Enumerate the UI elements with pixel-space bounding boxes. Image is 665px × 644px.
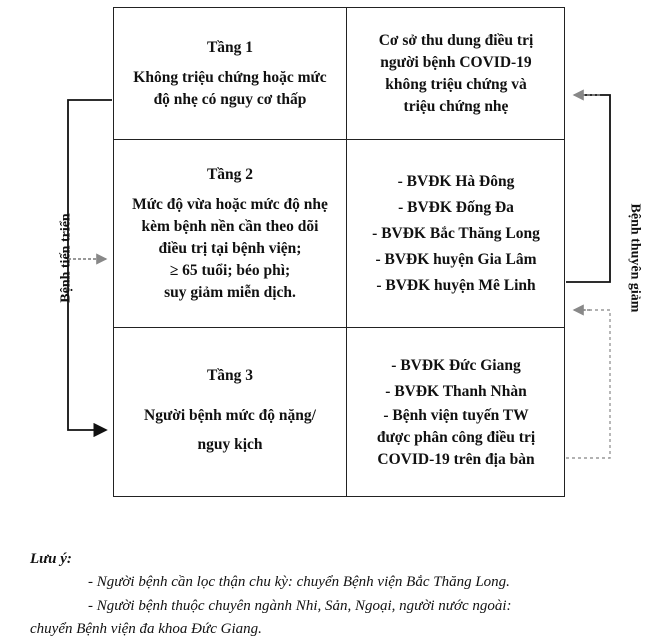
tier-2-facility: - BVĐK huyện Mê Linh — [376, 276, 536, 294]
tier-3-facility-cont: được phân công điều trị — [376, 429, 536, 446]
tier-1-facility-line: người bệnh COVID-19 — [380, 53, 532, 71]
note-specialty: - Người bệnh thuộc chuyên ngành Nhi, Sản… — [88, 597, 512, 614]
tier-2-desc-line: kèm bệnh nền cần theo dõi — [141, 217, 319, 235]
tier-3-facility: - BVĐK Đức Giang — [391, 357, 521, 374]
row-divider-2 — [114, 327, 564, 328]
tier-3-facility: - BVĐK Thanh Nhàn — [385, 383, 527, 400]
tier-3-desc-line: Người bệnh mức độ nặng/ — [144, 406, 316, 424]
notes-title: Lưu ý: — [30, 551, 72, 567]
tier-2-facility: - BVĐK Hà Đông — [397, 172, 515, 190]
remission-dotted-line — [566, 309, 611, 459]
note-specialty-cont: chuyển Bệnh viện đa khoa Đức Giang. — [30, 620, 262, 637]
tier-1-desc-line: Không triệu chứng hoặc mức — [133, 68, 327, 86]
tier-table: Tầng 1 Không triệu chứng hoặc mức độ nhẹ… — [113, 7, 565, 497]
tier-2-facility: - BVĐK Bắc Thăng Long — [372, 224, 540, 242]
row-divider-1 — [114, 139, 564, 140]
tier-1-desc-line: độ nhẹ có nguy cơ thấp — [153, 90, 307, 108]
tier-3-description-cell: Tầng 3 Người bệnh mức độ nặng/ nguy kịch — [114, 328, 346, 496]
tier-1-description: Không triệu chứng hoặc mức độ nhẹ có ngu… — [125, 67, 334, 111]
tier-3-title: Tầng 3 — [206, 366, 254, 384]
tier-1-facilities-cell: Cơ sở thu dung điều trị người bệnh COVID… — [347, 8, 565, 139]
tier-1-facility-line: không triệu chứng và — [385, 75, 527, 93]
tier-3-facility-cont: COVID-19 trên địa bàn — [377, 451, 535, 468]
tier-2-facility: - BVĐK Đống Đa — [398, 198, 514, 216]
remission-solid-line — [566, 94, 611, 283]
tier-1-facility-line: triệu chứng nhẹ — [403, 97, 509, 115]
tier-2-desc-line: ≥ 65 tuổi; béo phì; — [169, 261, 291, 279]
tier-2-desc-line: suy giảm miễn dịch. — [164, 283, 296, 301]
remission-label: Bệnh thuyên giảm — [627, 203, 643, 313]
tier-3-facility: - Bệnh viện tuyến TW — [383, 407, 529, 424]
tier-2-title: Tầng 2 — [206, 165, 254, 183]
progression-label: Bệnh tiến triển — [58, 213, 74, 303]
tier-1-description-cell: Tầng 1 Không triệu chứng hoặc mức độ nhẹ… — [114, 8, 346, 139]
tier-2-description: Mức độ vừa hoặc mức độ nhẹ kèm bệnh nền … — [124, 194, 336, 304]
column-divider — [346, 8, 347, 496]
tier-2-description-cell: Tầng 2 Mức độ vừa hoặc mức độ nhẹ kèm bệ… — [114, 140, 346, 327]
tier-3-description: Người bệnh mức độ nặng/ nguy kịch — [136, 401, 324, 460]
tier-2-desc-line: điều trị tại bệnh viện; — [158, 239, 302, 257]
tier-2-facilities-cell: - BVĐK Hà Đông - BVĐK Đống Đa - BVĐK Bắc… — [347, 140, 565, 327]
tier-3-facilities-cell: - BVĐK Đức Giang - BVĐK Thanh Nhàn - Bện… — [347, 328, 565, 496]
tier-2-desc-line: Mức độ vừa hoặc mức độ nhẹ — [132, 195, 328, 213]
note-dialysis: - Người bệnh cần lọc thận chu kỳ: chuyển… — [88, 574, 510, 591]
tier-2-facility: - BVĐK huyện Gia Lâm — [375, 250, 537, 268]
tier-1-facility-line: Cơ sở thu dung điều trị — [378, 31, 534, 49]
tier-3-desc-line: nguy kịch — [197, 436, 263, 453]
notes-section: Lưu ý: - Người bệnh cần lọc thận chu kỳ:… — [30, 548, 650, 641]
tier-1-title: Tầng 1 — [206, 38, 254, 56]
progression-bracket-line — [67, 99, 112, 438]
